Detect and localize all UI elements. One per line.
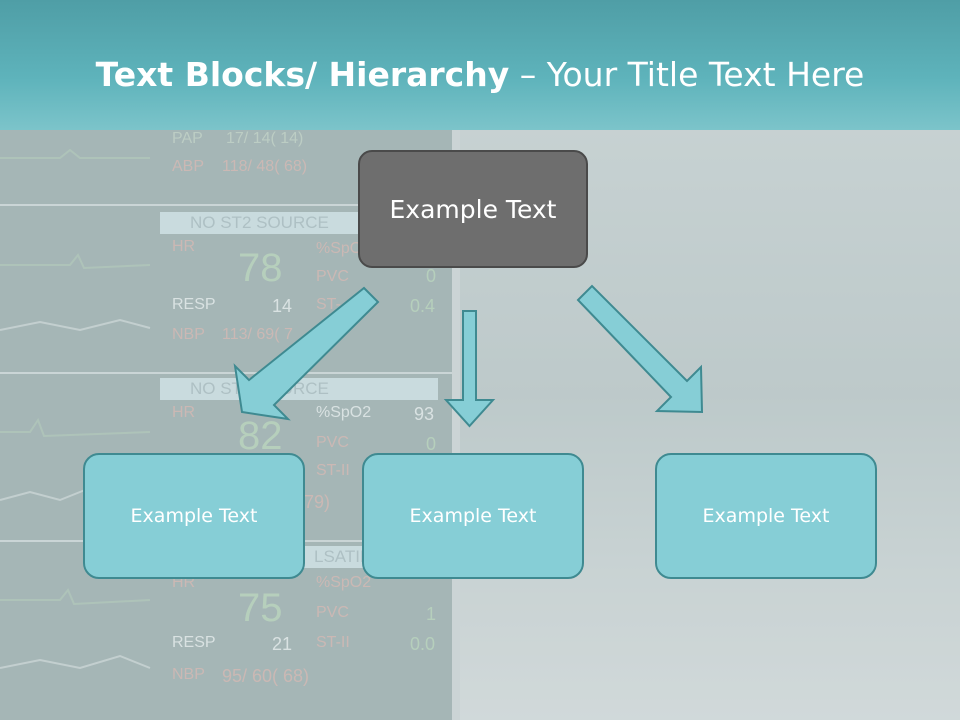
monitor-big-value: 82 — [238, 414, 283, 458]
monitor-label: RESP — [172, 296, 216, 313]
child-box-3[interactable]: Example Text — [655, 453, 877, 579]
monitor-label: NBP — [172, 326, 205, 343]
monitor-value: 93 — [414, 404, 435, 424]
monitor-value: 0 — [426, 434, 437, 454]
monitor-value: 1 — [426, 604, 437, 624]
monitor-value: 79) — [304, 492, 331, 512]
monitor-label: ST-II — [316, 462, 350, 479]
monitor-value: 0.4 — [410, 296, 436, 316]
root-box[interactable]: Example Text — [358, 150, 588, 268]
monitor-value: 118/ 48( 68) — [222, 158, 308, 175]
child-box-text: Example Text — [130, 505, 258, 527]
monitor-big-value: 75 — [238, 586, 283, 630]
monitor-value: 21 — [272, 634, 293, 654]
monitor-label: PVC — [316, 604, 349, 621]
child-box-text: Example Text — [409, 505, 537, 527]
monitor-label: ABP — [172, 158, 205, 175]
monitor-value: 0 — [426, 266, 437, 286]
monitor-big-value: 78 — [238, 246, 283, 290]
child-box-1[interactable]: Example Text — [83, 453, 305, 579]
child-box-text: Example Text — [702, 505, 830, 527]
title-bar — [0, 0, 960, 130]
monitor-value: 95/ 60( 68) — [222, 666, 310, 686]
monitor-label: PAP — [172, 130, 203, 147]
monitor-label: PVC — [316, 268, 349, 285]
monitor-label: %SpO2 — [316, 240, 372, 257]
monitor-value: 17/ 14( 14) — [226, 130, 304, 147]
monitor-label: PVC — [316, 434, 349, 451]
title-rest: – Your Title Text Here — [509, 55, 865, 94]
monitor-value: 0.0 — [410, 634, 436, 654]
monitor-label: HR — [172, 238, 196, 255]
monitor-label: NBP — [172, 666, 205, 683]
monitor-label: %SpO2 — [316, 574, 372, 591]
title-bold: Text Blocks/ Hierarchy — [95, 55, 510, 94]
monitor-divider — [0, 204, 452, 206]
monitor-label: HR — [172, 404, 196, 421]
monitor-label: RESP — [172, 634, 216, 651]
slide-title: Text Blocks/ Hierarchy – Your Title Text… — [0, 52, 960, 98]
child-box-2[interactable]: Example Text — [362, 453, 584, 579]
monitor-divider — [0, 372, 452, 374]
root-box-text: Example Text — [389, 194, 557, 224]
monitor-label: ST-II — [316, 634, 350, 651]
